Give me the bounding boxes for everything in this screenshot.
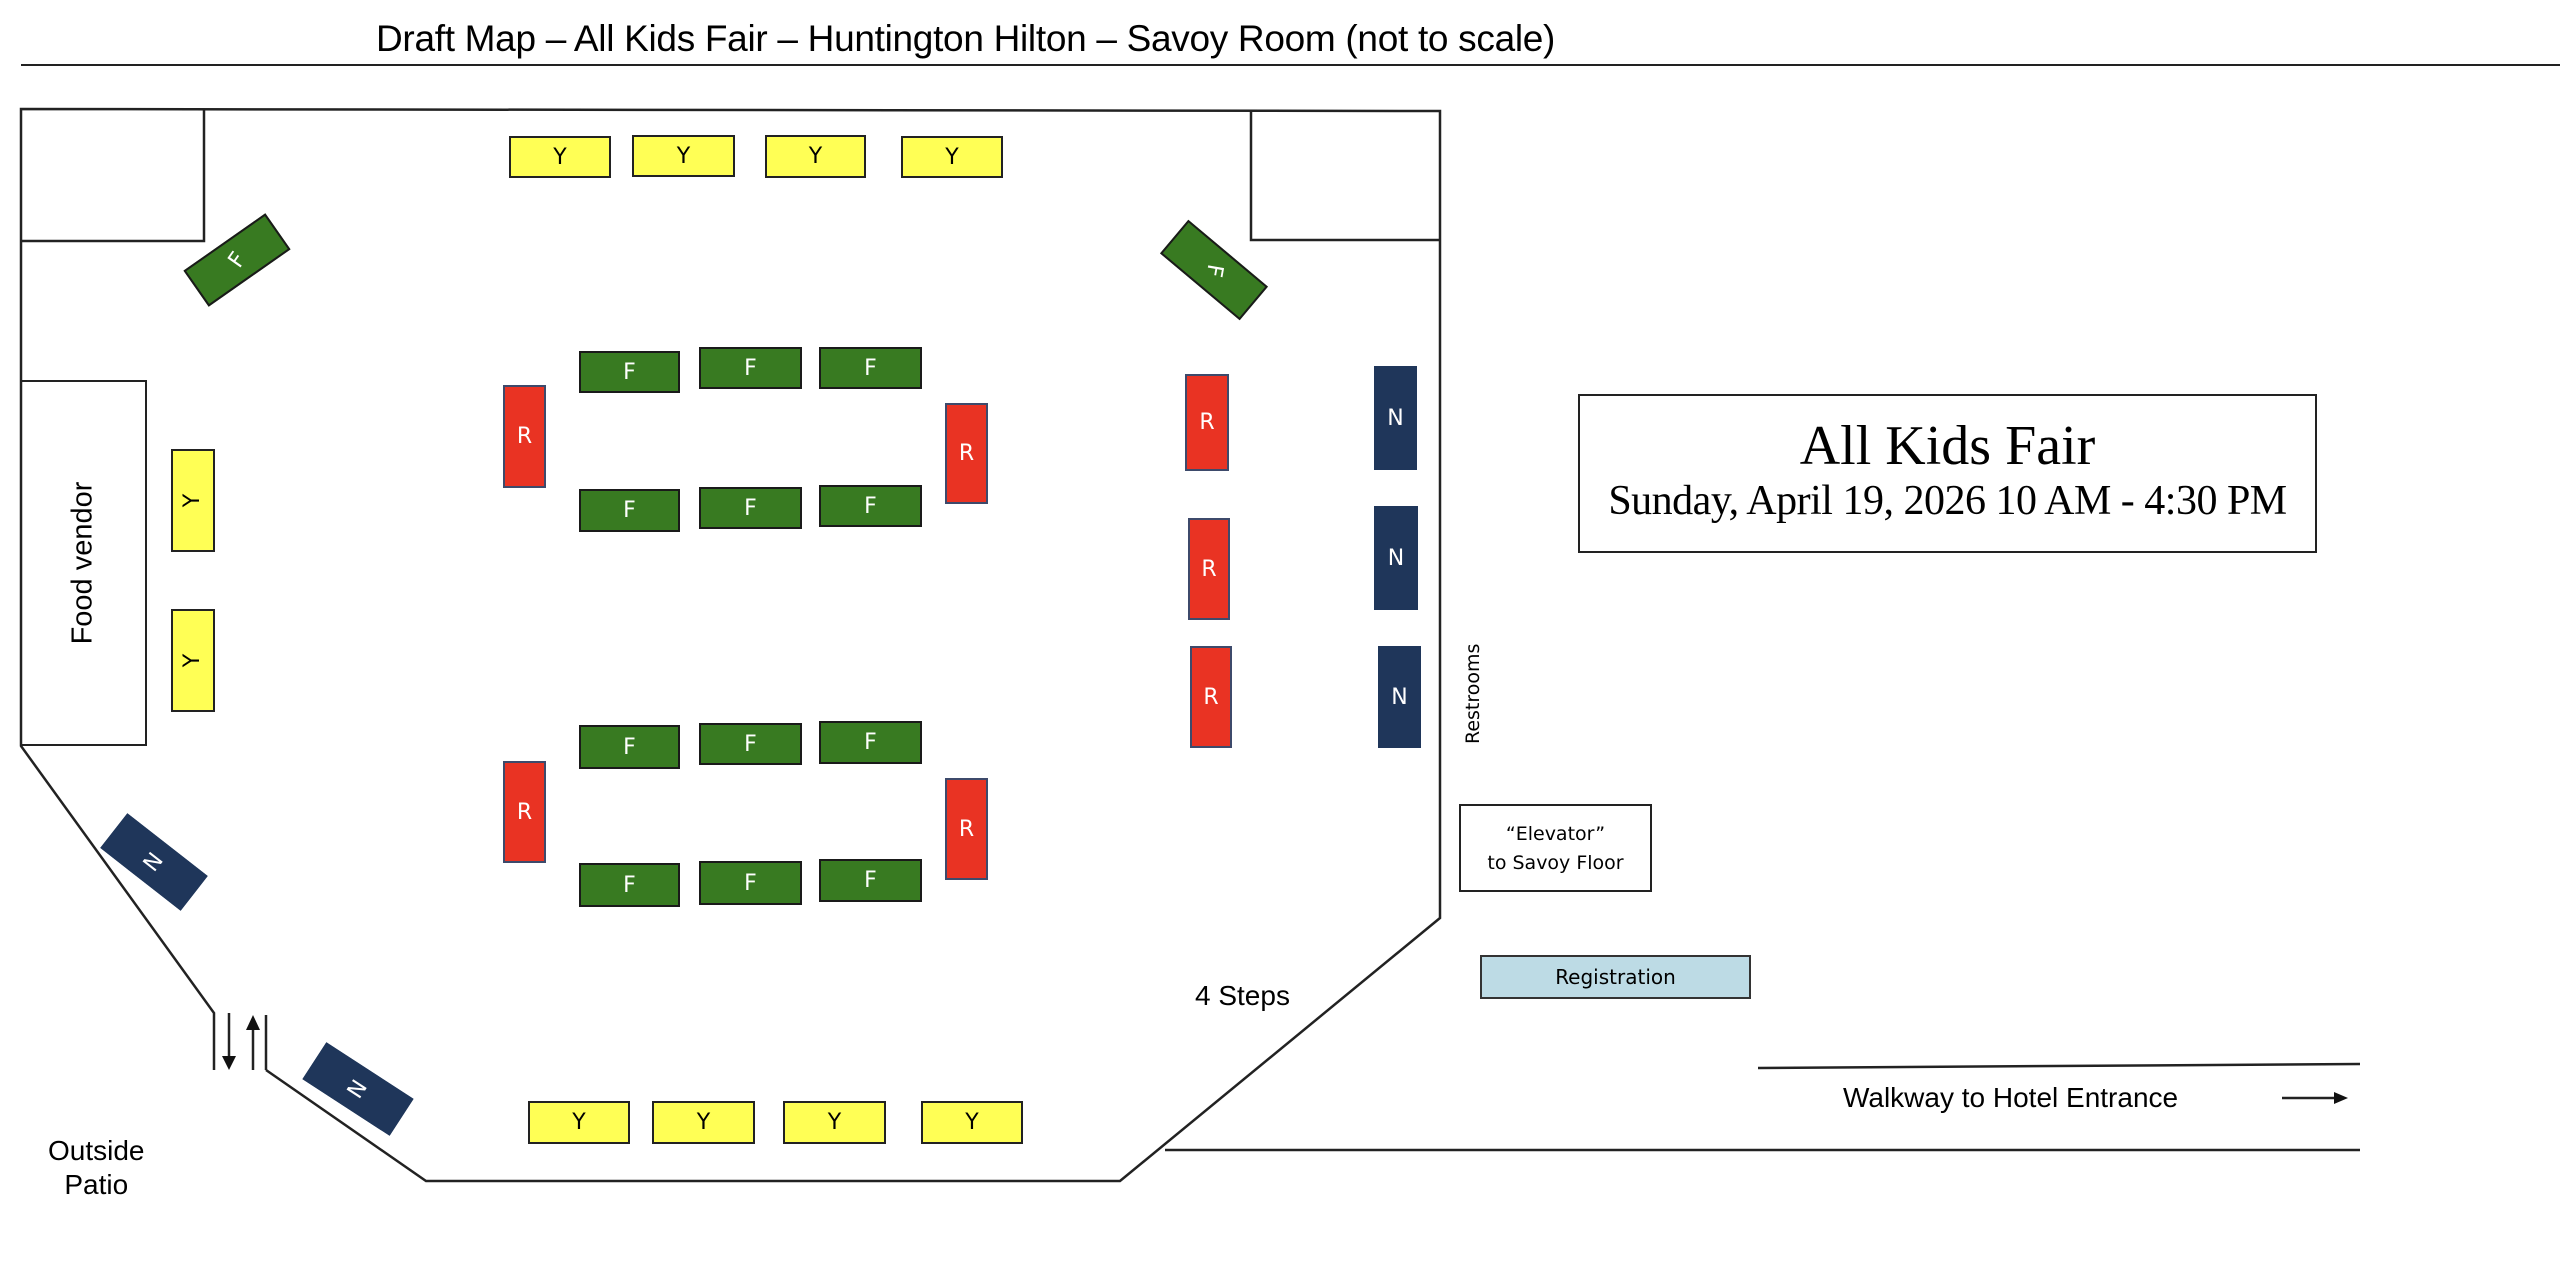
booth-r-lower-left[interactable]: R [503,761,546,863]
booth-f-lower-bottom-2[interactable]: F [699,861,802,905]
booth-y-top-1[interactable]: Y [509,136,611,178]
booth-y-left-2[interactable]: Y [171,609,215,712]
booth-f-upper-bottom-1[interactable]: F [579,489,680,532]
booth-f-lower-bottom-3[interactable]: F [819,859,922,902]
booth-r-upper-left[interactable]: R [503,385,546,488]
booth-f-lower-top-3[interactable]: F [819,721,922,764]
booth-f-upper-top-3[interactable]: F [819,347,922,389]
booth-r-upper-right[interactable]: R [945,403,988,504]
booth-y-top-3[interactable]: Y [765,135,866,178]
booth-r-right-1[interactable]: R [1185,374,1229,471]
elevator-label-line2: to Savoy Floor [1487,852,1624,874]
food-vendor-label: Food vendor [66,481,99,645]
booth-y-top-2[interactable]: Y [632,135,735,177]
booth-r-right-2[interactable]: R [1188,518,1230,620]
door-arrows-icon [222,1015,2348,1104]
booth-f-upper-top-2[interactable]: F [699,347,802,389]
food-vendor-area: Food vendor [21,380,147,746]
booth-r-right-3[interactable]: R [1190,646,1232,748]
booth-r-lower-right[interactable]: R [945,778,988,880]
event-date-time: Sunday, April 19, 2026 10 AM - 4:30 PM [1608,478,2287,524]
steps-label: 4 Steps [1195,980,1290,1011]
event-info-box: All Kids Fair Sunday, April 19, 2026 10 … [1578,394,2317,553]
booth-n-right-3[interactable]: N [1378,646,1421,748]
booth-y-bottom-3[interactable]: Y [783,1101,886,1144]
booth-y-bottom-1[interactable]: Y [528,1101,630,1144]
registration-desk[interactable]: Registration [1480,955,1751,999]
walkway-label: Walkway to Hotel Entrance [1843,1082,2179,1113]
title-divider [21,64,2560,66]
registration-label: Registration [1555,965,1676,989]
booth-f-lower-bottom-1[interactable]: F [579,863,680,907]
map-title: Draft Map – All Kids Fair – Huntington H… [376,18,1556,59]
booth-n-right-1[interactable]: N [1374,366,1417,470]
event-name: All Kids Fair [1799,415,2096,477]
outside-patio-label: Outside Patio [48,1135,145,1200]
booth-f-upper-top-1[interactable]: F [579,351,680,393]
booth-y-bottom-4[interactable]: Y [921,1101,1023,1144]
booth-f-upper-bottom-2[interactable]: F [699,487,802,529]
booth-f-upper-bottom-3[interactable]: F [819,485,922,527]
elevator-label-line1: “Elevator” [1505,823,1606,845]
restrooms-label: Restrooms [1462,643,1484,744]
booth-y-top-4[interactable]: Y [901,136,1003,178]
booth-y-bottom-2[interactable]: Y [652,1101,755,1144]
booth-n-right-2[interactable]: N [1374,506,1418,610]
booth-f-lower-top-2[interactable]: F [699,723,802,765]
elevator-box: “Elevator” to Savoy Floor [1459,804,1652,892]
booth-y-left-1[interactable]: Y [171,449,215,552]
booth-f-lower-top-1[interactable]: F [579,725,680,769]
